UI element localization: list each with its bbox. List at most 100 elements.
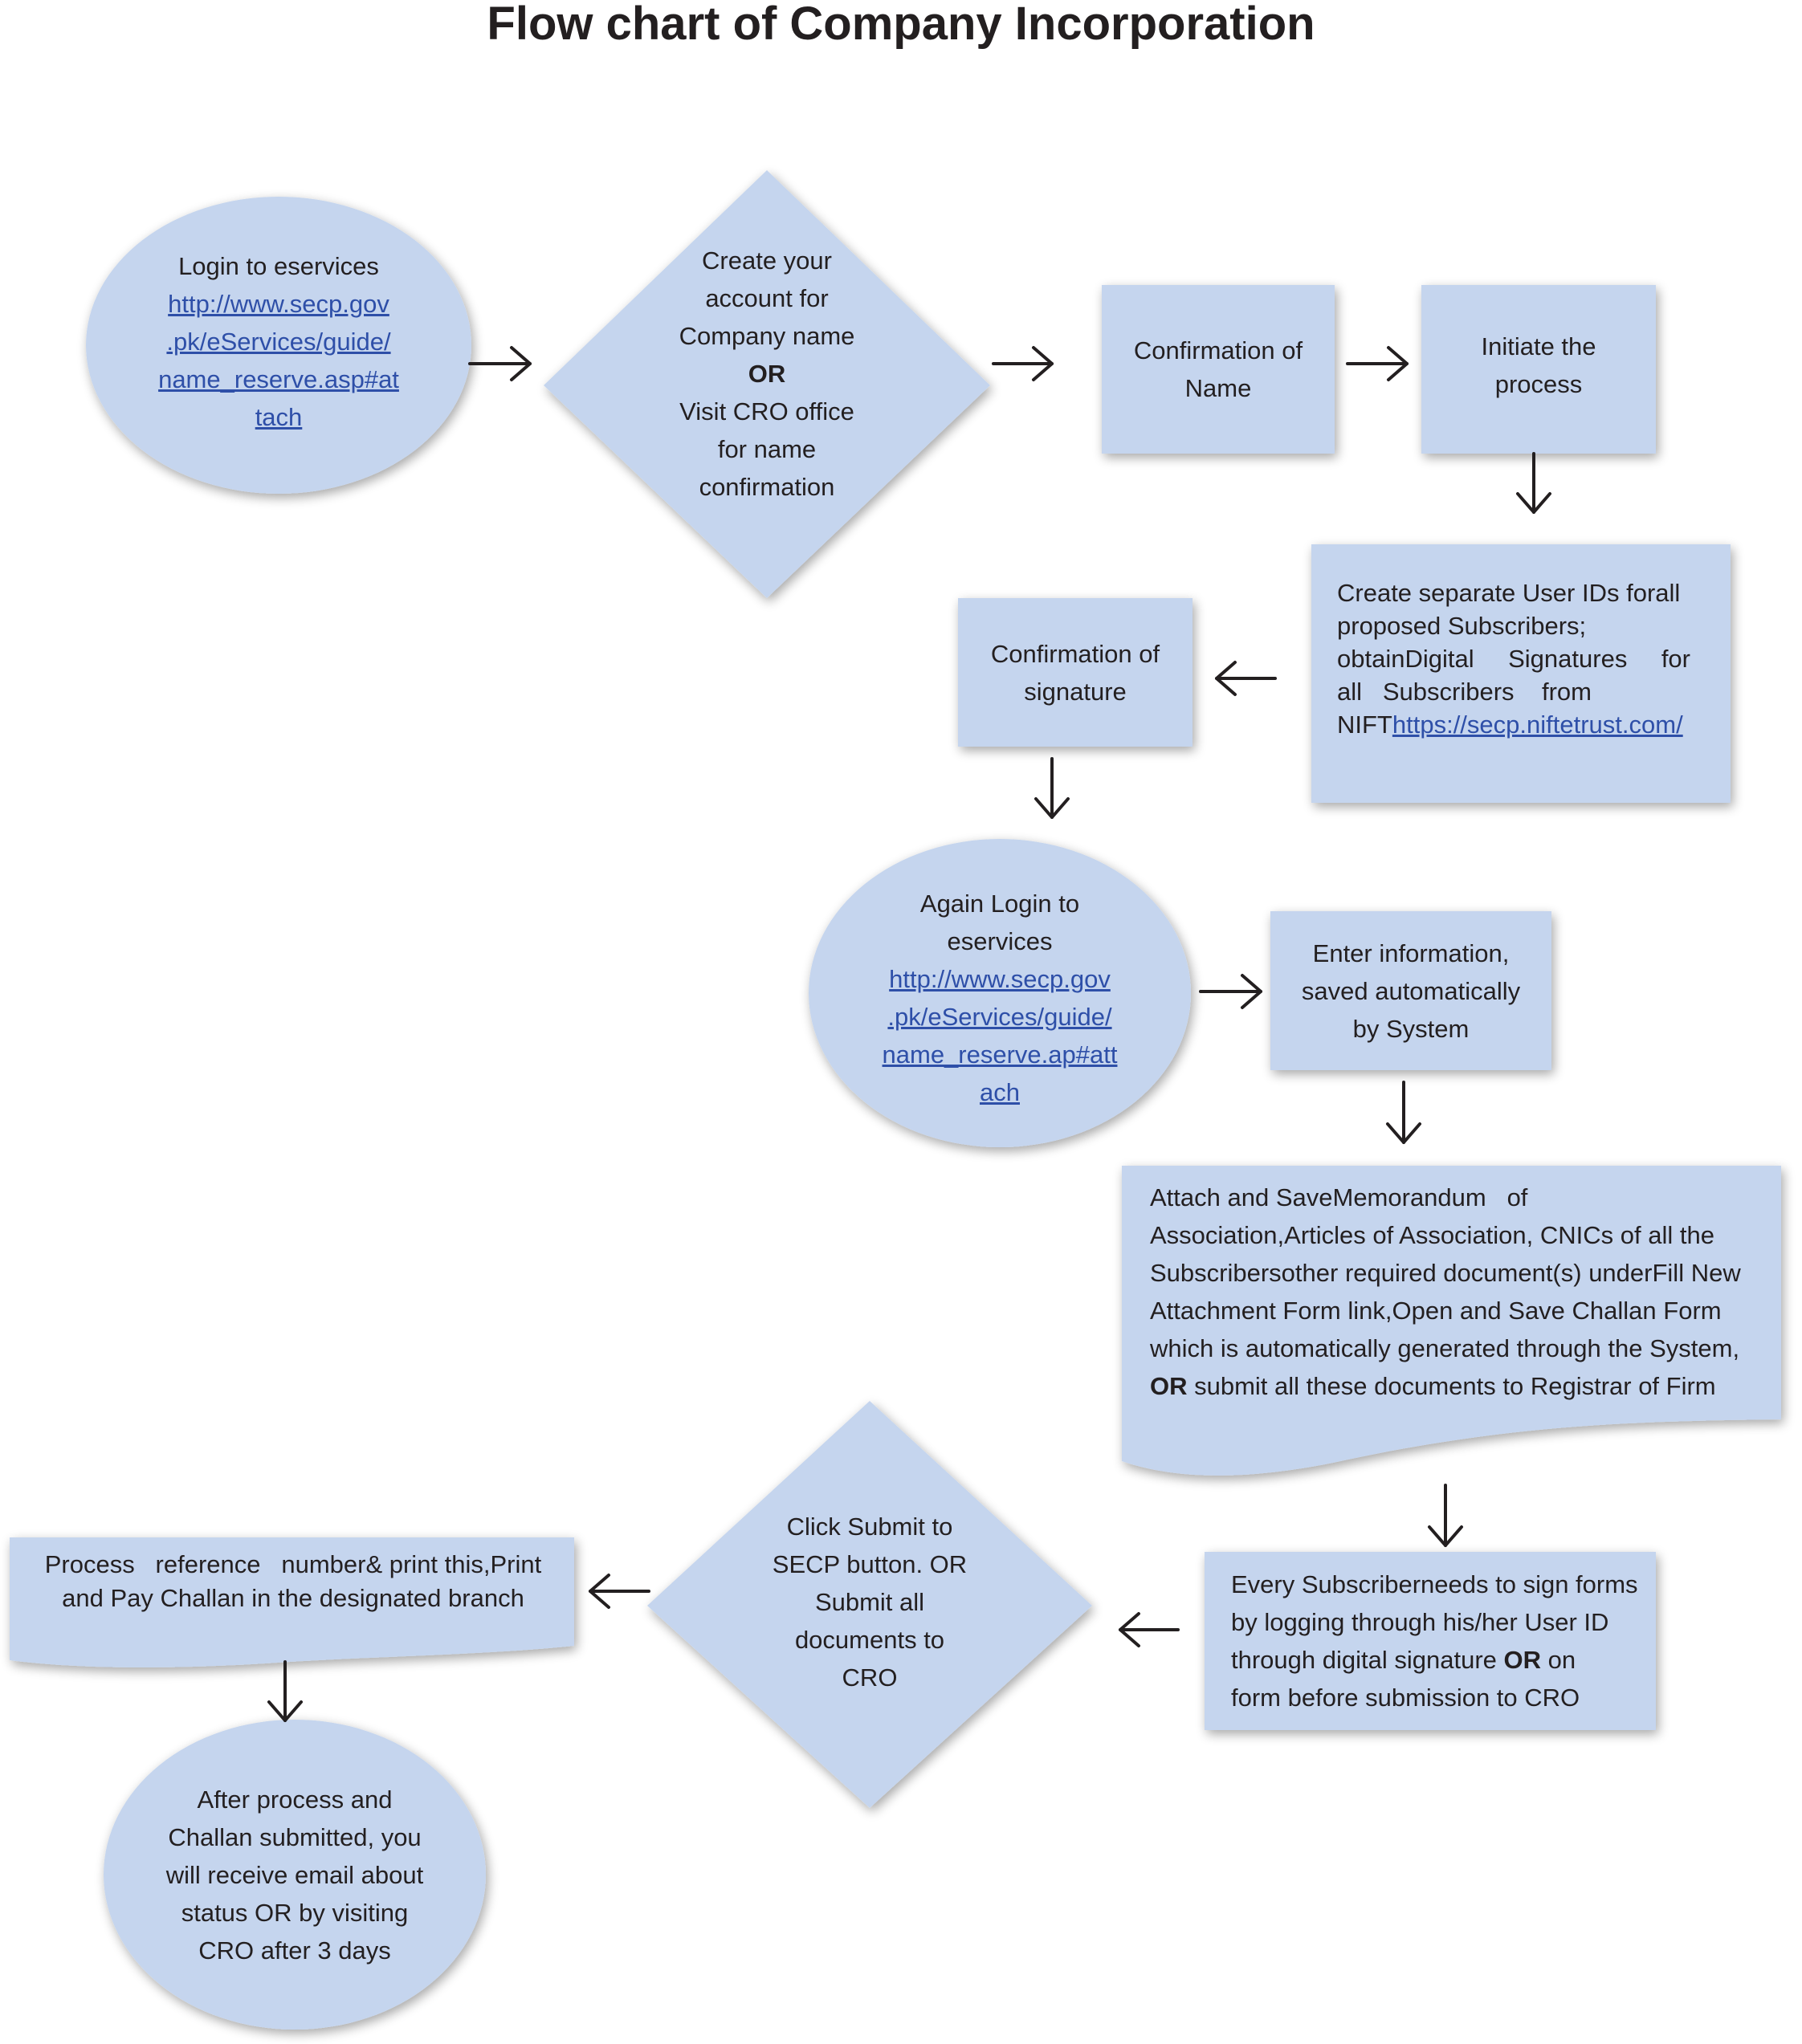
- initiate-line-1: Initiate the: [1481, 332, 1596, 360]
- enter-info-text: Enter information, saved automatically b…: [1270, 911, 1551, 1070]
- arrow-down-3: [1386, 1081, 1421, 1144]
- arrow-down-2: [1034, 757, 1070, 819]
- arrow-right-4: [1199, 974, 1262, 1009]
- arrow-down-1: [1516, 452, 1551, 514]
- attach-line-6: OR submit all these documents to Registr…: [1150, 1367, 1776, 1405]
- login-link-line-3[interactable]: name_reserve.asp#at: [158, 364, 399, 393]
- arrow-right-2: [992, 346, 1054, 381]
- arrow-right-3: [1346, 346, 1409, 381]
- user-ids-line-2: proposed Subscribers;: [1337, 612, 1587, 640]
- again-login-line-1: Again Login to: [919, 889, 1080, 918]
- create-account-text: Create your account for Company name OR …: [638, 246, 895, 501]
- confirm-name-line-1: Confirmation of: [1133, 336, 1303, 364]
- user-ids-line-1: Create separate User IDs forall: [1337, 579, 1681, 607]
- confirm-signature-box: [958, 598, 1192, 747]
- initiate-text: Initiate the process: [1421, 285, 1656, 446]
- attach-line-3: Subscribersother required document(s) un…: [1150, 1259, 1741, 1287]
- after-process-line-4: status OR by visiting: [181, 1898, 409, 1927]
- arrow-right-1: [468, 346, 532, 381]
- create-account-line-3: Company name: [679, 321, 855, 350]
- user-ids-box: [1311, 544, 1731, 803]
- login-text: Login to eservices http://www.secp.gov .…: [126, 245, 431, 438]
- attach-or: OR: [1150, 1372, 1188, 1400]
- login-label: Login to eservices: [178, 251, 379, 280]
- attach-line-6-text: submit all these documents to Registrar …: [1187, 1372, 1716, 1400]
- confirm-signature-line-1: Confirmation of: [990, 639, 1160, 668]
- enter-info-line-1: Enter information,: [1312, 939, 1510, 967]
- confirm-name-text: Confirmation of Name: [1102, 285, 1335, 454]
- every-subscriber-line-3: through digital signature OR on: [1231, 1641, 1649, 1679]
- create-account-line-2: account for: [705, 283, 829, 312]
- confirm-signature-line-2: signature: [1024, 677, 1127, 706]
- click-submit-line-4: documents to: [794, 1625, 945, 1654]
- enter-info-line-2: saved automatically: [1301, 976, 1521, 1005]
- every-subscriber-line-3-suffix: on: [1541, 1646, 1576, 1674]
- again-login-line-2: eservices: [947, 926, 1053, 955]
- create-account-line-6: confirmation: [699, 472, 835, 501]
- nift-label: NIFT: [1337, 711, 1392, 739]
- arrow-left-2: [1119, 1612, 1180, 1647]
- click-submit-text: Click Submit to SECP button. OR Submit a…: [749, 1501, 990, 1702]
- click-submit-line-2: SECP button. OR: [772, 1549, 968, 1578]
- again-login-link-line-2[interactable]: .pk/eServices/guide/: [887, 1002, 1112, 1031]
- page-title: Flow chart of Company Incorporation: [487, 0, 1315, 50]
- process-ref-line-1: Process reference number& print this,Pri…: [44, 1550, 542, 1578]
- attach-text: Attach and SaveMemorandum of Association…: [1150, 1179, 1776, 1403]
- create-account-or: OR: [748, 359, 786, 388]
- again-login-text: Again Login to eservices http://www.secp…: [843, 883, 1156, 1112]
- every-subscriber-or: OR: [1503, 1646, 1542, 1674]
- user-ids-line-3: obtainDigital Signatures for: [1337, 645, 1690, 673]
- enter-info-box: [1270, 911, 1551, 1070]
- attach-document-shape: [1122, 1166, 1781, 1476]
- again-login-link-line-3[interactable]: name_reserve.ap#att: [882, 1040, 1118, 1069]
- user-ids-line-5: NIFThttps://secp.niftetrust.com/: [1337, 708, 1690, 741]
- after-process-line-1: After process and: [197, 1785, 393, 1814]
- create-account-line-4: Visit CRO office: [679, 397, 854, 425]
- after-process-line-2: Challan submitted, you: [168, 1822, 422, 1851]
- nift-link[interactable]: https://secp.niftetrust.com/: [1392, 711, 1683, 739]
- attach-line-1: Attach and SaveMemorandum of: [1150, 1183, 1528, 1211]
- attach-line-4: Attachment Form link,Open and Save Chall…: [1150, 1297, 1722, 1325]
- enter-info-line-3: by System: [1352, 1014, 1470, 1043]
- again-login-ellipse: [809, 839, 1191, 1147]
- click-submit-line-1: Click Submit to: [786, 1512, 953, 1541]
- click-submit-line-3: Submit all: [814, 1587, 925, 1616]
- every-subscriber-line-2: by logging through his/her User ID: [1231, 1608, 1609, 1636]
- user-ids-line-4: all Subscribers from: [1337, 678, 1592, 706]
- initiate-line-2: process: [1494, 370, 1583, 398]
- user-ids-text: Create separate User IDs forall proposed…: [1337, 576, 1690, 745]
- attach-line-2: Association,Articles of Association, CNI…: [1150, 1221, 1714, 1249]
- every-subscriber-line-3-prefix: through digital signature: [1231, 1646, 1504, 1674]
- process-ref-text: Process reference number& print this,Pri…: [16, 1541, 570, 1622]
- login-link-line-2[interactable]: .pk/eServices/guide/: [166, 327, 391, 356]
- process-ref-document-shape: [10, 1537, 574, 1667]
- arrow-down-5: [267, 1660, 303, 1722]
- after-process-text: After process and Challan submitted, you…: [138, 1770, 451, 1979]
- login-link-line-4[interactable]: tach: [255, 402, 303, 431]
- every-subscriber-text: Every Subscriberneeds to sign forms by l…: [1231, 1566, 1649, 1718]
- process-ref-line-2: and Pay Challan in the designated branch: [62, 1584, 524, 1612]
- every-subscriber-box: [1205, 1552, 1656, 1730]
- login-ellipse: [86, 197, 471, 494]
- click-submit-diamond: [647, 1401, 1092, 1808]
- create-account-line-5: for name: [717, 434, 817, 463]
- initiate-box: [1421, 285, 1656, 454]
- create-account-diamond: [544, 170, 990, 598]
- confirm-name-box: [1102, 285, 1335, 454]
- attach-line-5: which is automatically generated through…: [1150, 1334, 1740, 1362]
- again-login-link-line-4[interactable]: ach: [980, 1077, 1020, 1106]
- every-subscriber-line-1: Every Subscriberneeds to sign forms: [1231, 1570, 1638, 1598]
- confirm-name-line-2: Name: [1184, 374, 1252, 402]
- create-account-line-1: Create your: [702, 246, 832, 275]
- click-submit-line-5: CRO: [842, 1663, 898, 1692]
- confirm-signature-text: Confirmation of signature: [958, 598, 1192, 747]
- arrow-down-4: [1428, 1484, 1463, 1547]
- arrow-left-1: [1215, 661, 1277, 696]
- after-process-ellipse: [104, 1720, 486, 2030]
- after-process-line-5: CRO after 3 days: [198, 1936, 391, 1965]
- after-process-line-3: will receive email about: [165, 1860, 424, 1889]
- again-login-link-line-1[interactable]: http://www.secp.gov: [889, 964, 1111, 993]
- login-link-line-1[interactable]: http://www.secp.gov: [168, 289, 389, 318]
- every-subscriber-line-4: form before submission to CRO: [1231, 1684, 1580, 1712]
